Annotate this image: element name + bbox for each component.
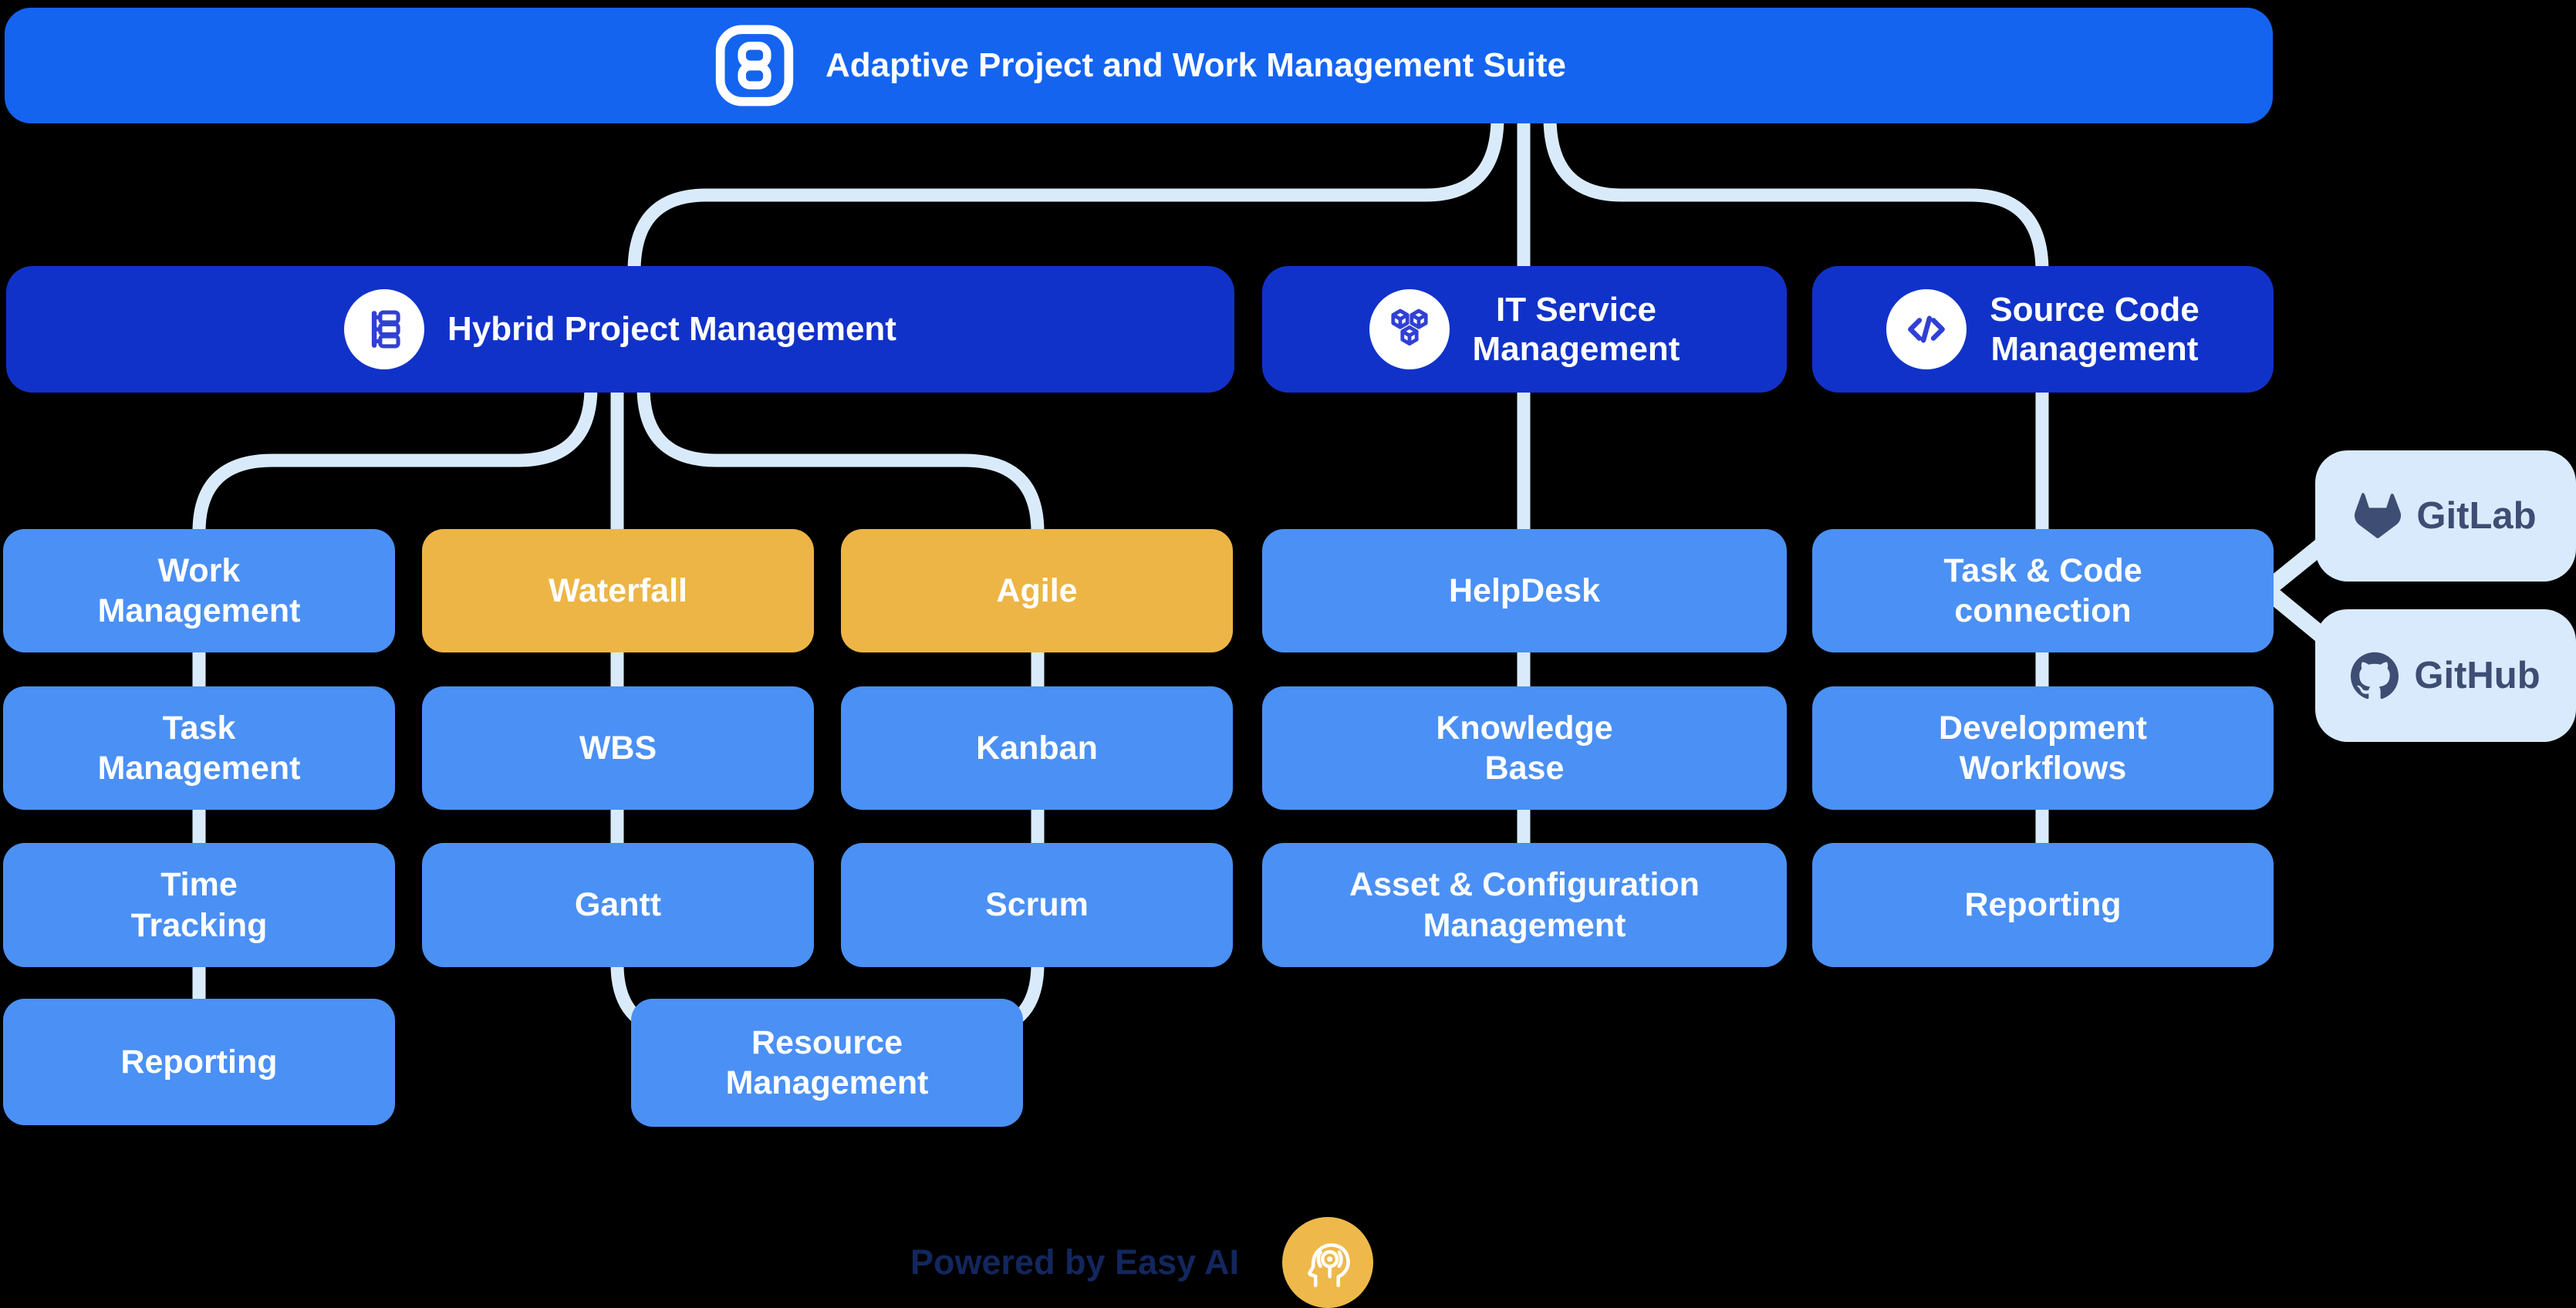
hierarchy-tree-icon — [344, 289, 425, 369]
node-work-management: Work Management — [3, 529, 395, 652]
node-label: Scrum — [985, 886, 1089, 924]
group-it-service-management: IT Service Management — [1262, 266, 1787, 393]
group-hybrid-label: Hybrid Project Management — [447, 310, 896, 349]
group-itsm-label: IT Service Management — [1472, 290, 1680, 368]
node-task-management: Task Management — [3, 686, 395, 810]
group-scm-label: Source Code Management — [1990, 290, 2200, 368]
node-kanban: Kanban — [841, 686, 1233, 810]
node-waterfall: Waterfall — [422, 529, 814, 652]
node-label: Resource Management — [725, 1023, 929, 1101]
node-scrum: Scrum — [841, 843, 1233, 967]
node-wbs: WBS — [422, 686, 814, 810]
node-time-tracking: Time Tracking — [3, 843, 395, 967]
badge-gitlab-label: GitLab — [2416, 495, 2537, 537]
code-brackets-icon — [1886, 289, 1967, 369]
node-knowledge-base: Knowledge Base — [1262, 686, 1787, 810]
node-helpdesk: HelpDesk — [1262, 529, 1787, 652]
node-label: Waterfall — [549, 571, 687, 609]
node-label: Time Tracking — [130, 866, 268, 944]
node-label: HelpDesk — [1449, 571, 1600, 609]
easy-ai-head-icon — [1282, 1217, 1374, 1308]
group-source-code-management: Source Code Management — [1812, 266, 2274, 393]
gitlab-logo-icon — [2355, 493, 2402, 538]
node-reporting-hpm: Reporting — [3, 999, 395, 1125]
node-asset-configuration-management: Asset & Configuration Management — [1262, 843, 1787, 967]
suite-banner-title: Adaptive Project and Work Management Sui… — [825, 46, 1567, 84]
node-task-code-connection: Task & Code connection — [1812, 529, 2274, 652]
node-label: Task Management — [97, 709, 301, 787]
node-label: Agile — [996, 571, 1078, 609]
powered-by-text: Powered by Easy AI — [910, 1242, 1240, 1282]
badge-github: GitHub — [2315, 609, 2576, 742]
node-label: Reporting — [120, 1043, 278, 1080]
node-agile: Agile — [841, 529, 1233, 652]
node-resource-management: Resource Management — [631, 999, 1023, 1127]
node-label: Task & Code connection — [1943, 551, 2142, 629]
node-label: Reporting — [1964, 886, 2122, 924]
node-development-workflows: Development Workflows — [1812, 686, 2274, 810]
node-gantt: Gantt — [422, 843, 814, 967]
node-label: Work Management — [97, 551, 301, 629]
node-label: Asset & Configuration Management — [1349, 866, 1700, 944]
easy-project-8-logo-icon — [715, 25, 794, 106]
badge-github-label: GitHub — [2414, 655, 2541, 696]
node-label: Development Workflows — [1938, 709, 2147, 787]
node-label: Kanban — [976, 729, 1098, 767]
node-reporting-scm: Reporting — [1812, 843, 2274, 967]
github-logo-icon — [2351, 652, 2399, 700]
suite-banner: Adaptive Project and Work Management Sui… — [5, 8, 2273, 123]
badge-gitlab: GitLab — [2315, 450, 2576, 582]
footer: Powered by Easy AI — [910, 1217, 1374, 1308]
node-label: WBS — [579, 729, 657, 767]
group-hybrid-project-management: Hybrid Project Management — [6, 266, 1234, 393]
node-label: Gantt — [574, 886, 662, 924]
three-cubes-icon — [1369, 289, 1450, 369]
node-label: Knowledge Base — [1436, 709, 1613, 787]
